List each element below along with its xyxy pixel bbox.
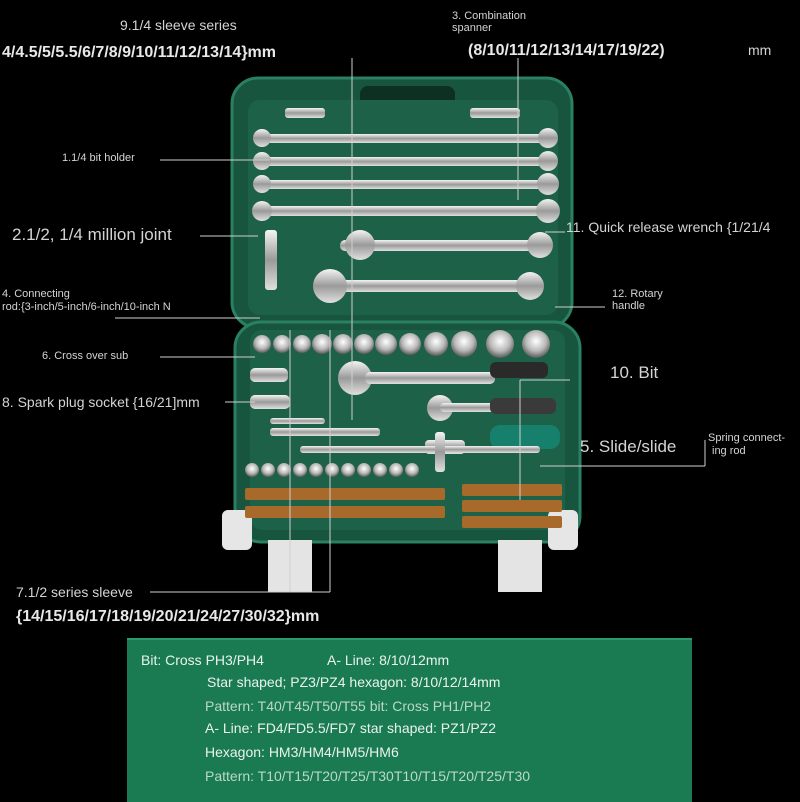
- combination-spanner-title-2: spanner: [452, 22, 492, 34]
- slide-label: 5. Slide/slide: [580, 437, 677, 456]
- bit-spec-line-6: Pattern: T10/T15/T20/T25/T30T10/T15/T20/…: [205, 768, 531, 784]
- sleeve-12-series-title: 7.1/2 series sleeve: [16, 584, 133, 600]
- bit-spec-line-3: Pattern: T40/T45/T50/T55 bit: Cross PH1/…: [205, 698, 492, 714]
- sleeve-14-series-sizes: 4/4.5/5/5.5/6/7/8/9/10/11/12/13/14}mm: [2, 44, 276, 61]
- socket-row: [253, 330, 550, 358]
- sleeve-14-series-title: 9.1/4 sleeve series: [120, 17, 237, 33]
- million-joint-label: 2.1/2, 1/4 million joint: [12, 225, 172, 244]
- combination-spanner-sizes: (8/10/11/12/13/14/17/19/22): [468, 42, 665, 59]
- bit-spec-panel: Bit: Cross PH3/PH4 A- Line: 8/10/12mm St…: [127, 638, 692, 802]
- connecting-rod-label-1: 4. Connecting: [2, 288, 70, 300]
- spring-connecting-rod-label-2: ing rod: [712, 445, 746, 457]
- rotary-handle-label-2: handle: [612, 300, 646, 312]
- rotary-handle-label-1: 12. Rotary: [612, 288, 663, 300]
- leader-lines: [115, 58, 706, 593]
- sleeve-12-series-sizes: {14/15/16/17/18/19/20/21/24/27/30/32}mm: [16, 608, 320, 625]
- bit-label: 10. Bit: [610, 363, 659, 382]
- bit-spec-line-1b: A- Line: 8/10/12mm: [327, 652, 450, 668]
- cross-over-sub-label: 6. Cross over sub: [42, 350, 129, 362]
- spark-plug-socket-label: 8. Spark plug socket {16/21]mm: [2, 394, 200, 410]
- bit-holder-label: 1.1/4 bit holder: [62, 152, 135, 164]
- quick-release-wrench-label: 11. Quick release wrench {1/21/4: [566, 219, 771, 235]
- combination-spanner-unit: mm: [748, 42, 772, 58]
- ratchets-and-bars: [250, 361, 560, 472]
- combination-spanner-title-1: 3. Combination: [452, 10, 526, 22]
- bit-spec-line-1a: Bit: Cross PH3/PH4: [141, 652, 264, 668]
- bit-rows: [245, 484, 562, 528]
- spring-connecting-rod-label-1: Spring connect-: [708, 432, 786, 444]
- bit-spec-line-5: Hexagon: HM3/HM4/HM5/HM6: [205, 744, 399, 760]
- bit-spec-line-2: Star shaped; PZ3/PZ4 hexagon: 8/10/12/14…: [207, 674, 501, 690]
- connecting-rod-label-2: rod:{3-inch/5-inch/6-inch/10-inch N: [2, 301, 171, 313]
- bit-spec-line-4: A- Line: FD4/FD5.5/FD7 star shaped: PZ1/…: [205, 720, 497, 736]
- combination-spanners: [252, 108, 560, 303]
- small-socket-row: [245, 463, 419, 477]
